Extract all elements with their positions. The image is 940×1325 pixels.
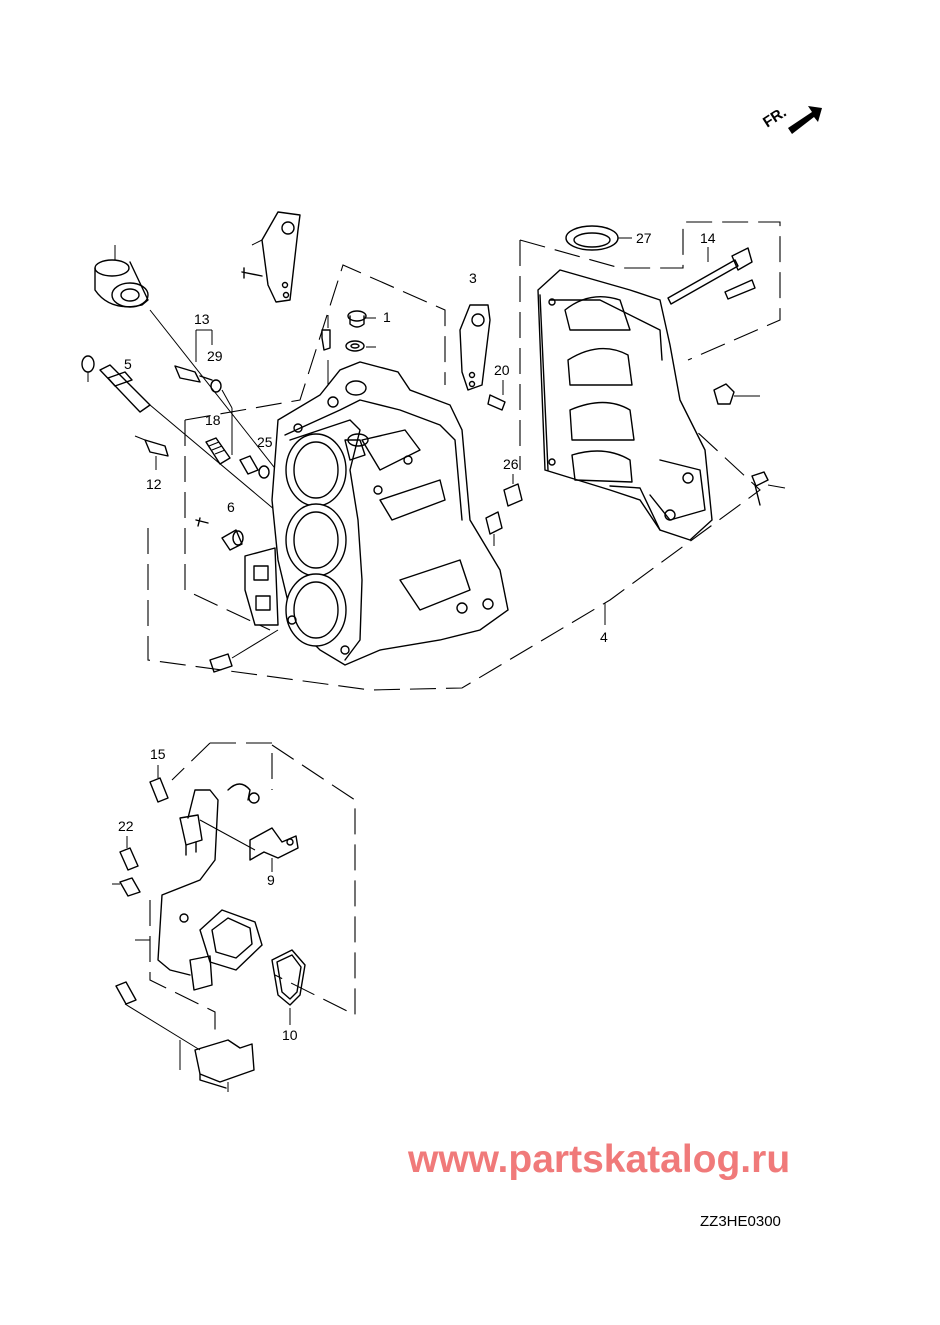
callout-10: 10	[282, 1027, 298, 1043]
sensor-box-outline	[171, 742, 273, 790]
bolt-20	[487, 380, 506, 411]
sensor-lower-outline	[149, 900, 216, 1030]
callout-13: 13	[194, 311, 210, 327]
callout-18: 18	[205, 412, 221, 428]
o-ring-small	[81, 355, 95, 382]
nut-right	[713, 383, 760, 405]
callout-6: 6	[227, 499, 235, 515]
thermo-13	[174, 329, 213, 383]
switch-12	[134, 435, 169, 470]
watermark: www.partskatalog.ru	[408, 1138, 791, 1181]
bolt-15	[149, 765, 169, 803]
bolt-6	[195, 517, 244, 551]
callout-29: 29	[207, 348, 223, 364]
clip	[227, 783, 260, 804]
cylinder-block	[244, 361, 509, 666]
bolt-22	[119, 836, 139, 871]
pin-26	[485, 474, 523, 546]
bolt-left	[112, 877, 141, 897]
crankcase	[537, 269, 713, 541]
callout-14: 14	[700, 230, 716, 246]
callout-20: 20	[494, 362, 510, 378]
bracket-lower	[179, 1039, 255, 1092]
plug-25	[239, 455, 270, 479]
plug-1	[345, 310, 376, 352]
callout-15: 15	[150, 746, 166, 762]
washer-29	[210, 379, 233, 455]
callout-27: 27	[636, 230, 652, 246]
bolt-lower	[115, 981, 201, 1051]
sensor-housing	[135, 909, 263, 991]
crankcase-outline	[519, 221, 781, 470]
bracket-9	[249, 827, 299, 872]
cylinder-group-outline	[147, 429, 761, 691]
callout-22: 22	[118, 818, 134, 834]
dowel-pin	[209, 629, 279, 673]
block-left-outline	[184, 420, 271, 631]
callout-5: 5	[124, 356, 132, 372]
gasket-10	[271, 949, 306, 1025]
oil-pressure-pipe	[99, 364, 276, 511]
block-group-outline	[184, 264, 446, 421]
callout-1: 1	[383, 309, 391, 325]
sensor-group-outline	[271, 744, 356, 1016]
bolt-14	[667, 247, 756, 305]
bolt-right	[751, 471, 786, 506]
callout-4: 4	[600, 629, 608, 645]
callout-25: 25	[257, 434, 273, 450]
spring-18	[205, 437, 231, 465]
seal-27	[565, 225, 632, 251]
wire-harness	[157, 789, 256, 976]
callout-12: 12	[146, 476, 162, 492]
callout-3: 3	[469, 270, 477, 286]
front-arrow-icon	[788, 106, 822, 134]
hanger-bracket	[241, 211, 301, 303]
diagram-code: ZZ3HE0300	[700, 1213, 781, 1230]
callout-26: 26	[503, 456, 519, 472]
hanger-bracket-3	[459, 304, 491, 391]
callout-9: 9	[267, 872, 275, 888]
